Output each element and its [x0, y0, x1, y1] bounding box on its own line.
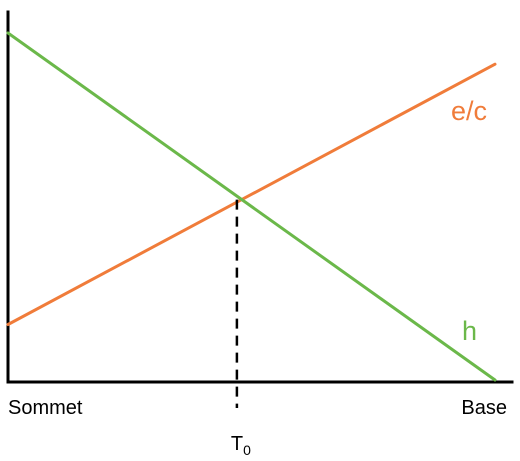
crossing-marker-label-main: T: [231, 433, 243, 455]
series-label-2: h: [462, 316, 477, 346]
x-tick-label-left: Sommet: [8, 397, 83, 419]
series-line-2: [6, 31, 497, 382]
crossing-marker-label-subscript: 0: [243, 442, 251, 458]
series-layer: [6, 31, 497, 382]
crossing-marker-label: T0: [231, 433, 251, 458]
labels-layer: Sommet Base T0 e/c h: [8, 96, 507, 458]
series-line-1: [6, 62, 497, 326]
series-label-1: e/c: [451, 96, 487, 126]
axes: [6, 10, 514, 384]
x-tick-label-right: Base: [461, 397, 507, 419]
